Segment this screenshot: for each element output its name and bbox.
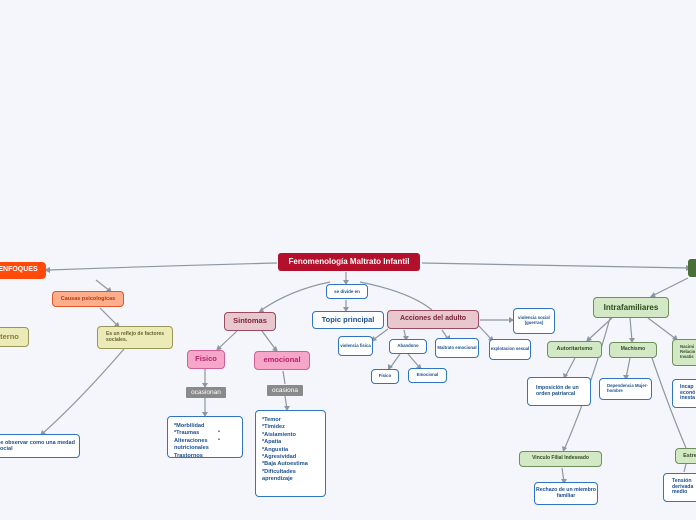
list-emocional-sintomas[interactable]: *Temor *Timidez *Aislamiento *Apatia *An… xyxy=(255,410,326,497)
node-machismo[interactable]: Machismo xyxy=(609,342,657,358)
node-enfoques[interactable]: ENFOQUES xyxy=(0,262,46,279)
node-estres[interactable]: Estre xyxy=(675,448,696,464)
node-imposicion-orden-patriarcal[interactable]: Imposición de un orden patriarcal xyxy=(527,377,591,406)
node-acciones-del-adulto[interactable]: Acciones del adulto xyxy=(387,310,479,329)
node-rechazo-miembro-familiar[interactable]: Rechazo de un miembro familiar xyxy=(534,482,598,505)
node-acciones-fisico[interactable]: Fisico xyxy=(371,369,399,384)
node-autoritarismo[interactable]: Autoritarismo xyxy=(547,341,602,358)
node-fisico[interactable]: Fisico xyxy=(187,350,225,369)
node-topic-principal[interactable]: Topic principal xyxy=(312,311,384,329)
bullet-marker: • xyxy=(218,429,220,435)
central-topic[interactable]: Fenomenología Maltrato Infantil xyxy=(278,253,420,271)
label-ocasiona: ocasiona xyxy=(267,385,303,396)
node-maltrato-emocional[interactable]: Maltrato emocional xyxy=(435,338,479,358)
node-explotacion-sexual[interactable]: explotacion sexual xyxy=(489,339,531,360)
node-violencia-fisica[interactable]: violencia fisica xyxy=(338,336,373,356)
node-observar-medad-social[interactable]: be observar como una medad social xyxy=(0,434,80,458)
node-offscreen-branch[interactable] xyxy=(688,259,696,277)
node-se-divide-en[interactable]: se divide en xyxy=(326,284,368,299)
node-incapacidad-economica[interactable]: Incap econó inesta xyxy=(672,379,696,408)
node-abandono[interactable]: Abandono xyxy=(389,339,427,354)
node-sintomas[interactable]: Sintomas xyxy=(224,312,276,331)
node-reflejo-factores-sociales[interactable]: Es un reflejo de factores sociales. xyxy=(97,326,173,349)
node-dependencia-mujer-hombre[interactable]: Dependencia Mujer-hombre xyxy=(599,378,652,400)
node-emocional[interactable]: emocional xyxy=(254,351,310,370)
node-terno[interactable]: terno xyxy=(0,327,29,347)
label-ocasionan: ocasionan xyxy=(186,387,226,398)
node-acciones-emocional[interactable]: Emocional xyxy=(408,368,447,383)
node-nacimiento-relacion[interactable]: Nacimi Relacio Insatis xyxy=(672,339,696,366)
node-tension-derivada[interactable]: Tensión derivada medio xyxy=(663,473,696,502)
node-causas-psicologicas[interactable]: Causas psicologicas xyxy=(52,291,124,307)
node-vinculo-filial-indeseado[interactable]: Vinculo Filial Indeseado xyxy=(519,451,602,467)
list-fisico-sintomas[interactable]: *Morbilidad *Traumas Alteraciones nutric… xyxy=(167,416,243,459)
bullet-marker: • xyxy=(218,437,220,443)
node-intrafamiliares[interactable]: Intrafamiliares xyxy=(593,297,669,318)
node-violencia-social[interactable]: violencia social (guerras) xyxy=(513,308,555,334)
